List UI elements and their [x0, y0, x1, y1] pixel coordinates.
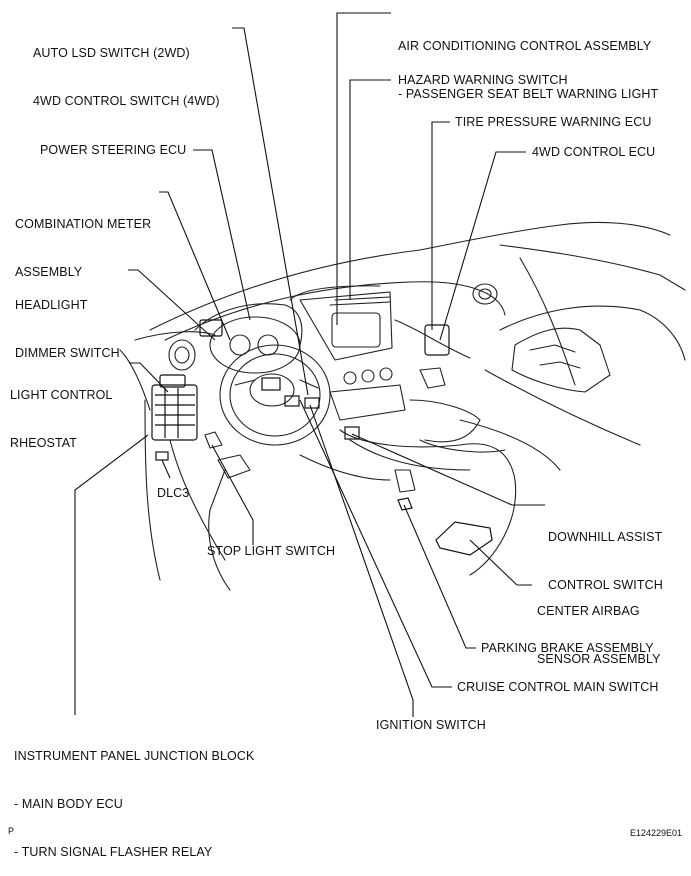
ignition-switch-label: IGNITION SWITCH: [376, 718, 486, 732]
auto-lsd-line-2: 4WD CONTROL SWITCH (4WD): [33, 94, 220, 108]
headlight-dimmer-label: HEADLIGHT DIMMER SWITCH: [15, 265, 120, 377]
ac-control-label: AIR CONDITIONING CONTROL ASSEMBLY - PASS…: [398, 6, 658, 118]
ac-control-line-2: - PASSENGER SEAT BELT WARNING LIGHT: [398, 87, 659, 101]
components: [151, 319, 493, 556]
downhill-assist-line-2: CONTROL SWITCH: [548, 578, 663, 592]
combination-meter-line-2: ASSEMBLY: [15, 265, 83, 279]
cruise-control-label: CRUISE CONTROL MAIN SWITCH: [457, 680, 659, 694]
four-wd-ecu-label: 4WD CONTROL ECU: [532, 145, 656, 159]
leader-lines: [74, 12, 545, 717]
stop-light-label: STOP LIGHT SWITCH: [207, 544, 336, 558]
junction-block-label: INSTRUMENT PANEL JUNCTION BLOCK - MAIN B…: [14, 716, 254, 876]
combination-meter-line-1: COMBINATION METER: [15, 217, 152, 231]
ac-control-line-1: AIR CONDITIONING CONTROL ASSEMBLY: [398, 39, 652, 53]
downhill-assist-line-1: DOWNHILL ASSIST: [548, 530, 663, 544]
light-control-label: LIGHT CONTROL RHEOSTAT: [10, 355, 112, 467]
tire-pressure-label: TIRE PRESSURE WARNING ECU: [455, 115, 652, 129]
center-airbag-line-2: SENSOR ASSEMBLY: [537, 652, 661, 666]
parking-brake-label: PARKING BRAKE ASSEMBLY: [481, 641, 654, 655]
junction-block-line-2: - MAIN BODY ECU: [14, 797, 123, 811]
dlc3-label: DLC3: [157, 486, 190, 500]
light-control-line-2: RHEOSTAT: [10, 436, 78, 450]
footer-figure-id: E124229E01: [630, 828, 683, 838]
junction-block-line-1: INSTRUMENT PANEL JUNCTION BLOCK: [14, 749, 255, 763]
combination-meter-label: COMBINATION METER ASSEMBLY: [15, 184, 151, 296]
dashboard-diagram: [74, 12, 686, 717]
headlight-dimmer-line-1: HEADLIGHT: [15, 298, 88, 312]
footer-left-mark: P: [8, 826, 15, 836]
dashboard-outline: [119, 221, 686, 591]
junction-block-line-3: - TURN SIGNAL FLASHER RELAY: [14, 845, 213, 859]
light-control-line-1: LIGHT CONTROL: [10, 388, 113, 402]
auto-lsd-switch-label: AUTO LSD SWITCH (2WD) 4WD CONTROL SWITCH…: [33, 13, 220, 125]
downhill-assist-label: DOWNHILL ASSIST CONTROL SWITCH: [548, 497, 663, 609]
power-steering-label: POWER STEERING ECU: [40, 143, 187, 157]
center-airbag-label: CENTER AIRBAG SENSOR ASSEMBLY: [537, 571, 661, 683]
hazard-switch-label: HAZARD WARNING SWITCH: [398, 73, 568, 87]
auto-lsd-line-1: AUTO LSD SWITCH (2WD): [33, 46, 190, 60]
center-airbag-line-1: CENTER AIRBAG: [537, 604, 640, 618]
headlight-dimmer-line-2: DIMMER SWITCH: [15, 346, 120, 360]
